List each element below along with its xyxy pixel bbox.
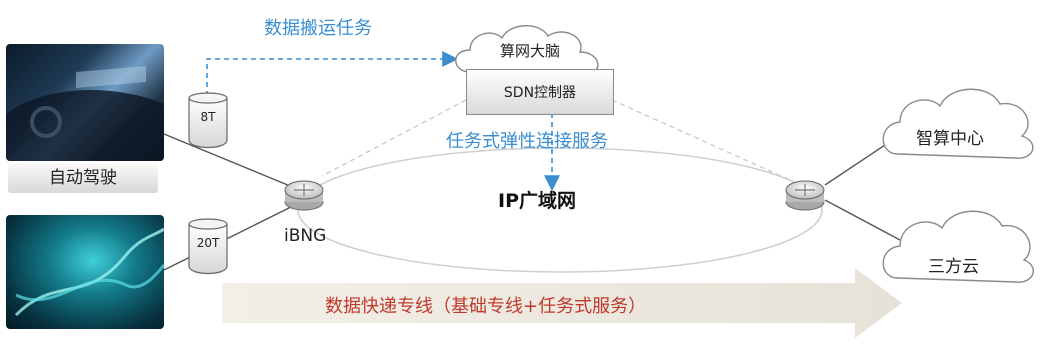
router-icon-left	[284, 180, 324, 211]
disk-20t-label: 20T	[196, 236, 220, 250]
ip-wan-label: IP广域网	[498, 190, 576, 212]
disk-icon-8t	[188, 92, 228, 149]
disk-8t-label: 8T	[200, 110, 216, 124]
autonomous-driving-caption: 自动驾驶	[8, 163, 158, 193]
brain-cloud-label: 算网大脑	[500, 42, 561, 60]
brain-cloud-icon	[455, 25, 599, 75]
express-line-label: 数据快递专线（基础专线+任务式服务）	[325, 296, 647, 317]
smart-compute-center-label: 智算中心	[916, 129, 984, 149]
autonomous-driving-image	[6, 44, 164, 161]
third-party-cloud-icon	[882, 210, 1034, 283]
disk-icon-20t	[188, 218, 228, 275]
sdn-controller-box: SDN控制器	[466, 69, 614, 115]
third-party-cloud-label: 三方云	[928, 257, 979, 277]
data-transfer-arrow	[206, 51, 459, 96]
express-arrow	[222, 268, 902, 338]
elastic-connection-service-label: 任务式弹性连接服务	[446, 131, 608, 152]
smart-compute-cloud-icon	[882, 88, 1034, 159]
data-transfer-task-label: 数据搬运任务	[264, 18, 372, 39]
router-icon-right	[785, 180, 825, 211]
ibng-label: iBNG	[284, 226, 327, 246]
sdn-controller-label: SDN控制器	[503, 85, 577, 101]
dna-image	[6, 215, 164, 329]
